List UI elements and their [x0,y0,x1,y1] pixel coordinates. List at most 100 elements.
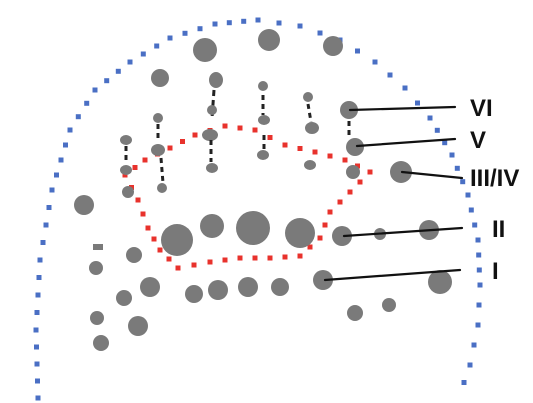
inner-boundary-dot [140,211,146,217]
cell [303,92,313,102]
outer-boundary-dot [468,207,474,213]
inner-boundary-dot [222,123,228,129]
inner-boundary-dot [342,157,348,163]
inner-boundary-dot [322,222,328,228]
outer-boundary-dot [140,51,146,57]
leader-line-iii-iv [400,170,464,180]
inner-boundary-dot [347,189,353,195]
cells [74,29,452,351]
inner-boundary-dot [267,135,273,140]
outer-boundary-dot [63,142,68,148]
cell [74,195,94,215]
outer-boundary-dot [67,127,73,133]
outer-boundary-dot [226,20,232,26]
outer-boundary-dot [402,85,408,91]
outer-boundary-dot [46,205,52,210]
cell [128,316,148,336]
outer-boundary-dot [36,275,42,280]
inner-boundary-dot [132,165,138,170]
inner-boundary-dot [252,255,258,261]
outer-boundary-dot [317,30,323,36]
cell [347,305,363,321]
outer-boundary-dot [92,87,98,93]
inner-boundary-dot [327,209,333,215]
cell [93,335,109,351]
outer-boundary-dot [476,302,482,308]
outer-boundary-dot [34,344,39,350]
outer-boundary-dot [167,35,173,41]
inner-boundary-dot [327,153,333,159]
cell [200,214,224,238]
cell [209,72,223,88]
inner-boundary-dot [191,262,197,268]
cell [271,278,289,296]
label-layer-iii-iv: III/IV [470,165,519,192]
outer-boundary-dot [197,26,203,32]
inner-boundary-dot [151,236,157,242]
inner-boundary-dots [122,123,373,271]
cell [323,36,343,56]
leader-line-vi [348,105,457,112]
cell [185,285,203,303]
cell [208,280,228,300]
inner-boundary-dot [180,139,185,144]
outer-boundary-dot [54,172,59,178]
cell [89,261,103,275]
inner-boundary-dot [237,255,243,261]
outer-boundary-dot [475,322,481,328]
inner-boundary-dot [267,255,273,261]
label-layer-v: V [470,127,486,154]
cell [258,29,280,51]
outer-boundary-dot [37,257,43,263]
outer-boundary-dot [115,68,121,74]
outer-boundary-dot [212,21,218,27]
inner-boundary-dot [337,199,343,205]
outer-boundary-dot [355,48,360,54]
outer-boundary-dot [442,140,448,146]
cell [257,150,269,160]
cell [126,247,142,263]
inner-boundary-dot [282,254,288,260]
cell [238,277,258,297]
cell [206,163,218,173]
inner-boundary-dot [142,157,148,163]
cell [346,165,360,179]
outer-boundary-dot [387,72,393,78]
layer-labels: VI V III/IV II I [470,95,519,285]
outer-boundary-dot [276,20,282,26]
cell [90,311,104,325]
outer-boundary-dots [33,17,483,401]
inner-boundary-dot [157,247,163,253]
inner-boundary-dot [192,132,198,138]
inner-boundary-dot [237,125,243,131]
cell [120,135,132,145]
inner-boundary-dot [297,253,303,259]
leader-line-v [355,137,457,148]
cell [157,183,167,193]
outer-boundary-dot [33,327,39,333]
cell [236,211,270,245]
outer-boundary-dot [297,23,303,29]
outer-boundary-dot [182,30,188,36]
cell [140,277,160,297]
cell [304,160,316,170]
cell [193,38,217,62]
outer-boundary-dot [460,179,466,185]
outer-boundary-dot [84,100,90,106]
inner-boundary-dot [357,179,363,185]
cell [153,113,163,123]
label-layer-ii: II [492,216,505,243]
cell [305,122,319,134]
leader-lines [323,105,464,282]
inner-boundary-dot [307,244,313,250]
outer-boundary-dot [471,342,477,348]
inner-boundary-dot [135,197,141,203]
outer-boundary-dot [104,78,110,84]
inner-boundary-dot [167,145,173,151]
label-layer-i: I [492,258,499,285]
inner-boundary-dot [317,235,323,241]
cell [120,165,132,175]
cell [346,138,364,156]
leader-line-i [323,268,462,282]
outer-boundary-dot [35,378,40,384]
